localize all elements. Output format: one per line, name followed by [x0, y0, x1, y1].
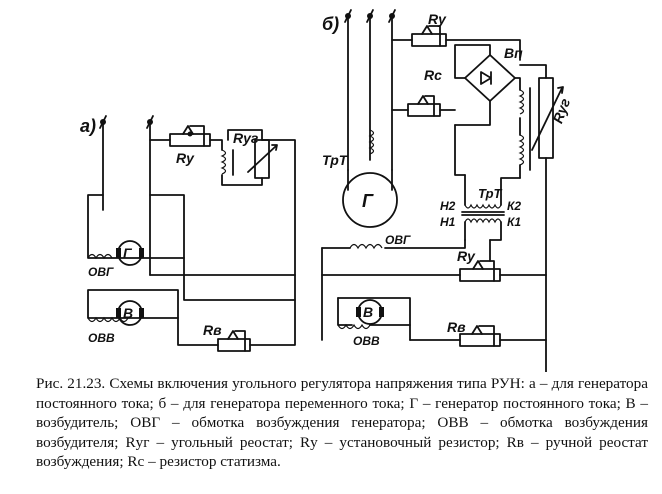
rectifier-bridge [464, 54, 516, 102]
figure-caption: Рис. 21.23. Схемы включения угольного ре… [36, 374, 648, 472]
label-h1: Н1 [440, 215, 456, 229]
rheostat-rv-a [217, 330, 251, 352]
resistor-ry-top [411, 25, 447, 47]
label-rc: Rс [424, 67, 442, 83]
label-ovg-b: ОВГ [385, 233, 411, 247]
coil-b [518, 89, 525, 115]
label-gen-b: Г [362, 191, 374, 211]
resistor-ry-b [459, 260, 501, 282]
label-k1: К1 [507, 215, 521, 229]
generator-a: Г [116, 240, 144, 266]
winding-ovv-a [87, 316, 129, 323]
rheostat-rv-b [459, 325, 501, 347]
winding-ovg-a [87, 253, 113, 260]
coil-a [220, 149, 227, 175]
label-rectifier: Вп [504, 45, 523, 61]
label-ct-left: ТрТ [322, 152, 349, 168]
label-rug-a: Rуг [233, 130, 259, 146]
winding-ovg-b [349, 243, 383, 250]
winding-ovv-b [337, 323, 371, 330]
figure-number: Рис. 21.23. [36, 375, 106, 392]
label-ct-mid: ТрТ [478, 186, 503, 201]
label-ovv-b: ОВВ [353, 334, 380, 348]
label-ovg-a: ОВГ [88, 265, 114, 279]
caption-text: Схемы включения угольного регулятора нап… [36, 375, 648, 471]
terminal [146, 115, 154, 129]
ct-middle [461, 203, 505, 224]
exciter-b: В [356, 299, 384, 325]
label-ry-top: Rу [428, 11, 447, 27]
diagram-a: а) Rу Rуг [80, 115, 296, 352]
terminal [344, 9, 352, 23]
ct-left-coil [368, 129, 375, 155]
label-exciter-a: В [123, 305, 133, 321]
label-ry-b: Rу [457, 248, 476, 264]
wiring-diagrams: а) Rу Rуг [80, 9, 573, 372]
label-rv-b: Rв [447, 319, 466, 335]
label-k2: К2 [507, 199, 521, 213]
generator-b: Г [342, 172, 398, 228]
panel-label-a: а) [80, 116, 96, 136]
resistor-ry-a [169, 125, 211, 147]
terminal [99, 115, 107, 129]
label-gen-a: Г [123, 245, 133, 261]
terminal [366, 9, 374, 23]
diagram-b: б) Rу Вп Rс [321, 9, 573, 372]
panel-label-b: б) [322, 14, 339, 34]
label-rv-a: Rв [203, 322, 222, 338]
label-ry-a: Rу [176, 150, 195, 166]
label-ovv-a: ОВВ [88, 331, 115, 345]
label-exciter-b: В [363, 304, 373, 320]
carbon-rheostat-a [247, 139, 278, 179]
terminal [388, 9, 396, 23]
resistor-rc [407, 95, 441, 117]
label-h2: Н2 [440, 199, 456, 213]
exciter-a: В [116, 300, 144, 326]
